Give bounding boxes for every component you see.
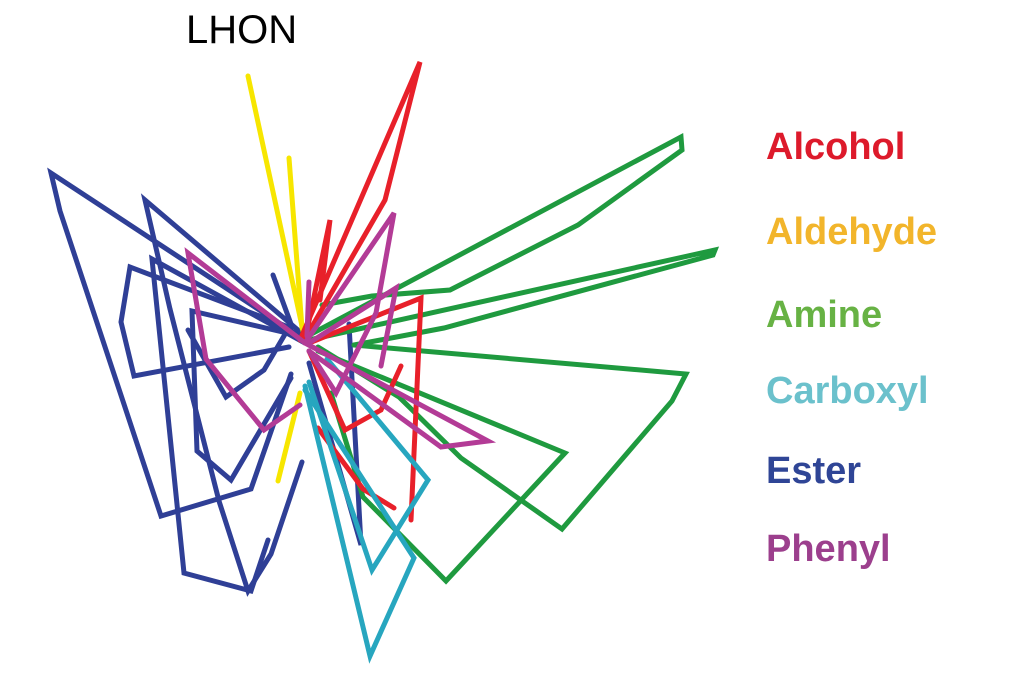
ester-trace-5 xyxy=(189,307,303,484)
aldehyde-trace-2 xyxy=(286,155,305,331)
series-carboxyl xyxy=(302,356,432,664)
legend-carboxyl: Carboxyl xyxy=(766,370,929,412)
series-ester xyxy=(47,167,364,597)
ester-trace-4 xyxy=(149,254,308,595)
amine-trace-3 xyxy=(315,342,690,533)
ester-trace-2 xyxy=(140,193,308,597)
phenyl-trace-5 xyxy=(304,279,312,339)
amine-trace-2 xyxy=(306,246,720,348)
series-phenyl xyxy=(184,211,497,450)
legend-ester: Ester xyxy=(766,450,862,492)
phenyl-trace-4 xyxy=(302,340,497,450)
carboxyl-trace-2 xyxy=(306,356,432,576)
ester-trace-1 xyxy=(47,167,308,520)
series-amine xyxy=(297,132,720,585)
legend-amine: Amine xyxy=(766,294,883,336)
carboxyl-trace-1 xyxy=(302,383,417,664)
phenyl-trace-1 xyxy=(184,247,308,434)
legend-phenyl: Phenyl xyxy=(766,528,891,570)
ester-trace-3 xyxy=(118,263,294,379)
amine-trace-1 xyxy=(297,132,685,343)
ester-trace-6 xyxy=(185,272,294,401)
aldehyde-trace-1 xyxy=(245,73,308,343)
legend-alcohol: Alcohol xyxy=(766,126,906,168)
phenyl-trace-2 xyxy=(302,211,397,399)
legend-aldehyde: Aldehyde xyxy=(766,211,938,253)
alcohol-trace-3 xyxy=(306,294,424,523)
alcohol-trace-2 xyxy=(302,219,333,343)
chart-title: LHON xyxy=(186,8,298,52)
phenyl-trace-3 xyxy=(306,282,400,369)
alcohol-trace-1 xyxy=(297,61,423,343)
